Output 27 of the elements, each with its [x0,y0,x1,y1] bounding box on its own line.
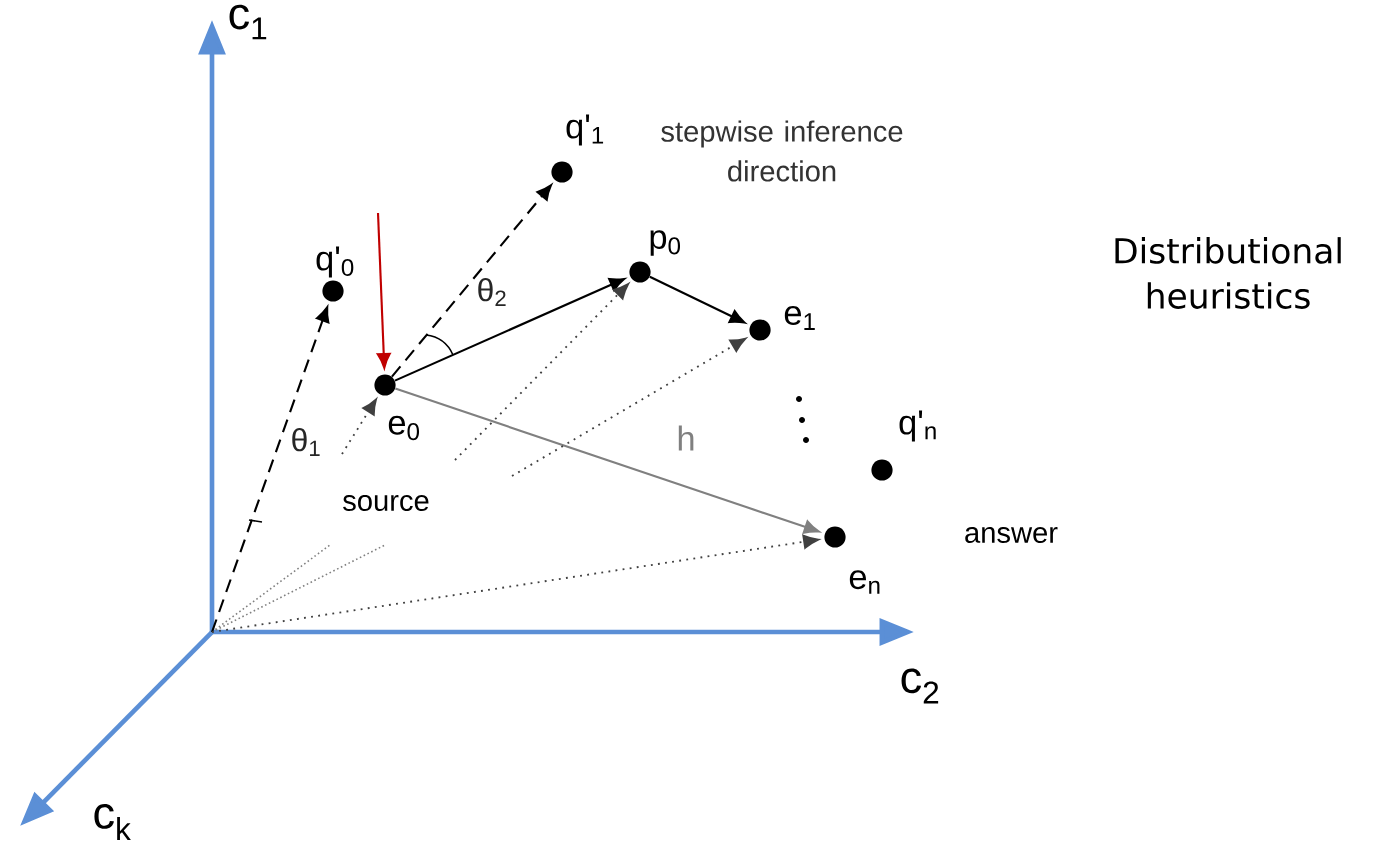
point-label: e$_{0}$ [388,415,420,441]
point-label: e$_{n}$ [849,570,880,594]
point-label: q'$_{1}$ [566,114,604,146]
annotation-text: stepwise inference direction [661,120,903,182]
point-label: e$_{1}$ [784,306,815,330]
dashed-arrow [454,283,630,461]
annotation-text: Distributional heuristics [1115,237,1341,309]
point-label: q'$_{n}$ [899,410,936,442]
angle-label: θ$_{2}$ [478,278,506,306]
point-label: q'$_{0}$ [316,246,354,278]
arrow [376,212,391,369]
annotation-text: answer [965,527,1058,543]
axis-label: c$_{1}$ [229,4,267,40]
arrow [649,275,746,324]
arrow [394,278,626,382]
arrow [394,387,820,534]
dashed-arrow [211,534,820,633]
axis-label: c$_{2}$ [901,668,939,704]
angle-label: θ$_{1}$ [292,428,320,456]
annotation-text: source [343,495,429,511]
dashed-arrow [341,398,377,455]
point-label: p$_{0}$ [650,230,681,256]
dashed-arrow [391,184,552,378]
edge-label: h [673,422,699,454]
dashed-arrow [511,337,747,477]
dashed-arrow [211,306,330,633]
axis-label: c$_{k}$ [94,804,131,840]
